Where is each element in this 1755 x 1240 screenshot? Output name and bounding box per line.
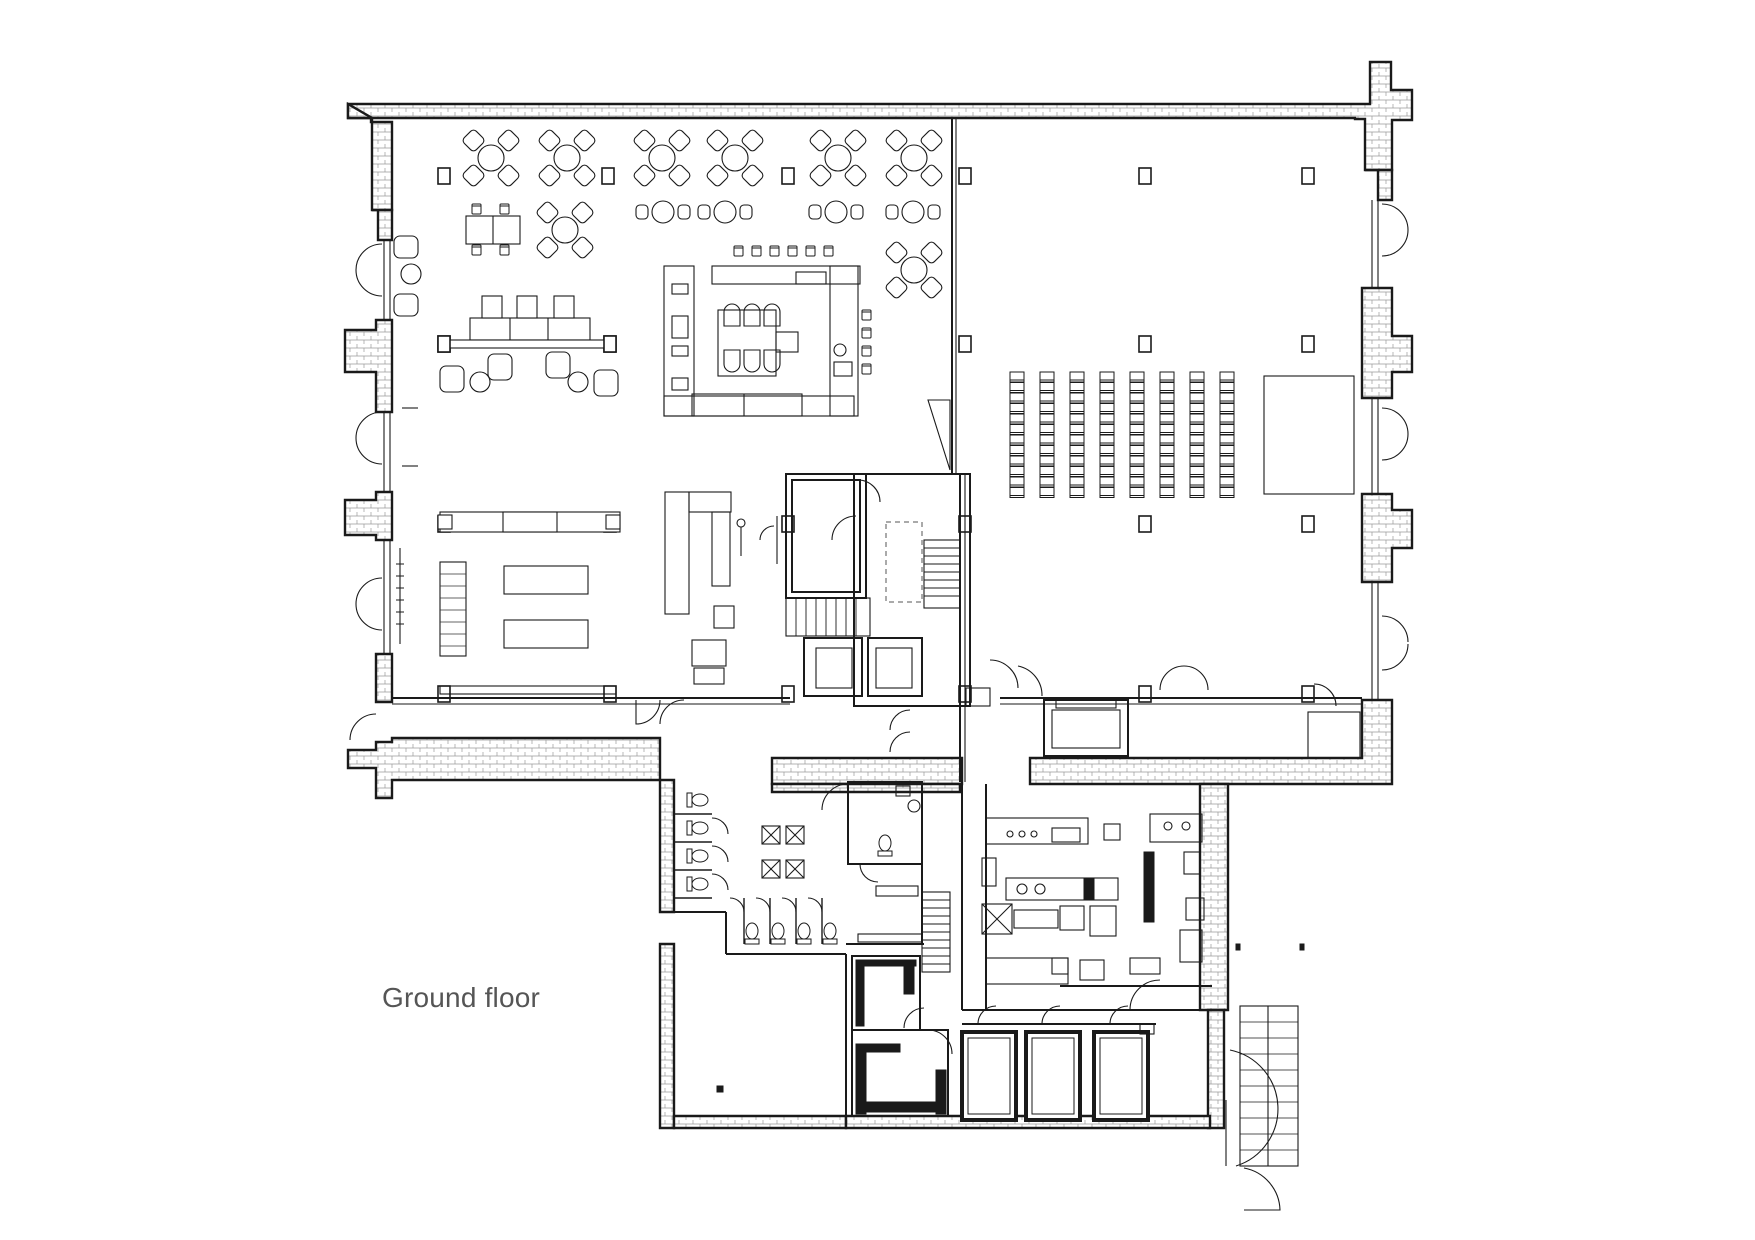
- auditorium-seat: [1039, 487, 1055, 498]
- auditorium-seat: [1159, 487, 1175, 498]
- lower-block: [658, 778, 962, 1130]
- floor-label: Ground floor: [382, 982, 541, 1013]
- display-area: [396, 491, 778, 695]
- auditorium-seat: [1189, 487, 1205, 498]
- cafe-area: [393, 118, 1315, 703]
- auditorium-seat: [1219, 487, 1235, 498]
- auditorium: [349, 203, 1409, 759]
- auditorium-seat: [1129, 487, 1145, 498]
- auditorium-seat: [1099, 487, 1115, 498]
- kitchen-and-rooms: [844, 782, 1305, 1211]
- core-stairs-lifts: [785, 473, 1019, 782]
- outer-walls: [343, 60, 1414, 800]
- auditorium-seat: [1009, 487, 1025, 498]
- auditorium-seat: [1069, 487, 1085, 498]
